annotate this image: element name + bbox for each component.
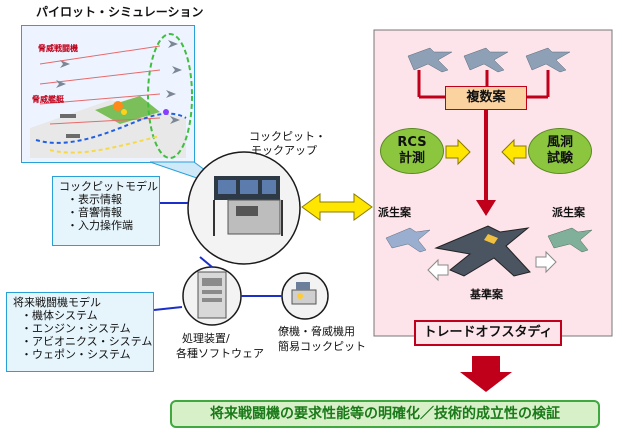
cockpit-model-list: ・表示情報 ・音響情報 ・入力操作端: [67, 193, 153, 232]
rcs-line2: 計測: [398, 151, 425, 166]
future-fighter-model-item: ・機体システム: [21, 309, 98, 322]
pilot-sim-title: パイロット・シミュレーション: [36, 5, 204, 19]
threat-fighter-label: 脅威戦闘機: [38, 44, 78, 53]
rcs-arrow: [445, 138, 471, 166]
simple-cockpit-label-line1: 僚機・脅威機用: [278, 325, 355, 338]
cockpit-model-box: コックピットモデル ・表示情報 ・音響情報 ・入力操作端: [52, 176, 160, 246]
baseline-aircraft: [434, 225, 531, 277]
wind-line2: 試験: [546, 151, 573, 166]
future-fighter-model-item: ・ウェポン・システム: [21, 348, 131, 361]
merge-lines: [417, 70, 550, 99]
derived-plan-right-label: 派生案: [552, 206, 585, 219]
cockpit-model-item: ・表示情報: [67, 193, 122, 206]
baseline-plan-label: 基準案: [470, 288, 503, 301]
threat-area-outline: [147, 33, 193, 159]
derived-arrow-right: [535, 250, 557, 274]
cockpit-model-item: ・音響情報: [67, 206, 122, 219]
rcs-line1: RCS: [397, 135, 427, 150]
bidirectional-arrow: [301, 193, 373, 221]
future-fighter-model-item: ・アビオニクス・システム: [21, 335, 153, 348]
future-fighter-model-item: ・エンジン・システム: [21, 322, 131, 335]
connector-lines: [153, 202, 282, 311]
design-study-panel: [373, 29, 613, 337]
wind-tunnel-arrow: [501, 138, 527, 166]
threat-ship-label: 脅威艦艇: [32, 95, 64, 104]
processor-image: [182, 266, 242, 326]
conclusion-arrow: [460, 356, 512, 392]
future-fighter-model-box: 将来戦闘機モデル ・機体システム ・エンジン・システム ・アビオニクス・システム…: [6, 292, 154, 372]
derived-aircraft-left: [385, 227, 431, 253]
multi-plan-box: 複数案: [445, 86, 527, 110]
mockup-label-line2: モックアップ: [251, 144, 317, 157]
rcs-measurement-bubble: RCS 計測: [380, 128, 444, 174]
down-red-arrow: [476, 110, 496, 216]
cockpit-model-item: ・入力操作端: [67, 219, 133, 232]
future-fighter-model-title: 将来戦闘機モデル: [13, 296, 101, 309]
cockpit-mockup-image: [187, 151, 301, 265]
derived-arrow-left: [427, 258, 449, 282]
wind-line1: 風洞: [546, 135, 573, 150]
derived-aircraft-right: [547, 227, 593, 253]
simple-cockpit-label-line2: 簡易コックピット: [278, 340, 366, 353]
candidate-aircraft-icons: [407, 47, 571, 73]
cockpit-model-title: コックピットモデル: [59, 180, 158, 193]
wind-tunnel-bubble: 風洞 試験: [528, 128, 592, 174]
derived-plan-left-label: 派生案: [378, 206, 411, 219]
pilot-simulation-image: [21, 25, 195, 163]
conclusion-banner: 将来戦闘機の要求性能等の明確化／技術的成立性の検証: [170, 400, 600, 428]
mockup-label-line1: コックピット・: [249, 130, 326, 143]
trade-off-study-box: トレードオフスタディ: [414, 320, 562, 346]
future-fighter-model-list: ・機体システム ・エンジン・システム ・アビオニクス・システム ・ウェポン・シス…: [21, 309, 153, 361]
simple-cockpit-image: [281, 272, 329, 320]
processor-label-line2: 各種ソフトウェア: [176, 347, 264, 360]
processor-label-line1: 処理装置/: [182, 332, 230, 345]
